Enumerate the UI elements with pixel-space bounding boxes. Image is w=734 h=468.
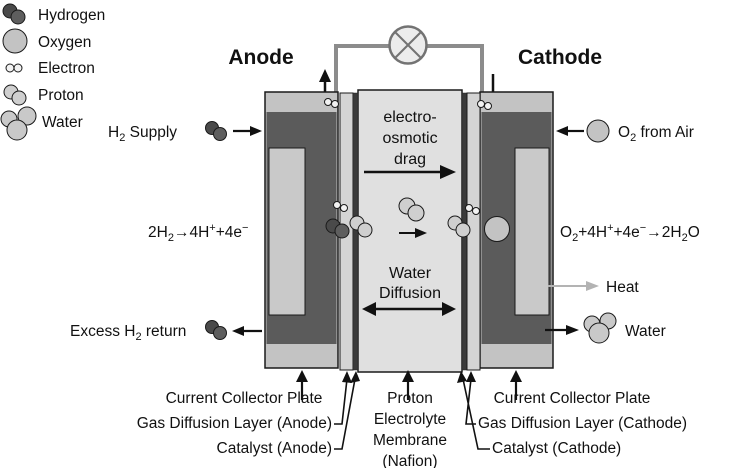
electron-icon [5,63,23,73]
cathode-reaction: O2+4H++4e−→2H2O [560,222,700,244]
gdl-cathode-label: Gas Diffusion Layer (Cathode) [478,415,687,432]
water-icon [0,106,37,141]
legend: Hydrogen Oxygen Electron Proton Water [0,3,105,141]
membrane-label: Proton Electrolyte Membrane (Nafion) [373,390,447,468]
ccp-right-label: Current Collector Plate [494,390,651,407]
proton-molecule-cathode [447,215,471,238]
anode-reaction: 2H2→4H++4e− [148,222,248,244]
svg-text:Membrane: Membrane [373,432,447,449]
anode-catalyst [352,92,359,371]
heat-arrow [548,281,599,291]
o2-from-air-label: O2 from Air [618,124,694,144]
h2-supply-arrow [233,126,262,136]
electron-pair-cathode-mid [465,204,480,215]
svg-text:(Nafion): (Nafion) [382,453,437,468]
gdl-anode-pointer [334,371,352,425]
legend-proton-label: Proton [38,87,84,104]
proton-molecule-membrane [398,197,425,222]
proton-icon [3,84,27,106]
o2-from-air-arrow [556,126,584,136]
excess-h2-arrow [232,326,262,336]
svg-text:drag: drag [394,151,426,168]
oxygen-icon [2,28,28,54]
legend-hydrogen-label: Hydrogen [38,7,105,24]
proton-arrow [399,228,427,238]
hydrogen-supply-icon [205,121,227,141]
catalyst-cathode-label: Catalyst (Cathode) [492,440,621,457]
water-out-label: Water [625,323,666,340]
anode-channel [268,147,306,316]
electron-pair-anode-mid [333,201,348,212]
water-out-arrow [545,325,579,335]
ccp-left-arrow [296,370,308,400]
legend-electron-label: Electron [38,60,95,77]
catalyst-anode-pointer [334,371,360,450]
electron-pair-anode-top [324,98,339,108]
legend-oxygen-label: Oxygen [38,34,91,51]
membrane [357,89,463,373]
hydrogen-return-icon [205,320,227,340]
hydrogen-icon [2,3,26,25]
catalyst-anode-label: Catalyst (Anode) [217,440,332,457]
electron-pair-cathode-top [477,100,492,110]
gdl-anode-label: Gas Diffusion Layer (Anode) [137,415,332,432]
ccp-left-label: Current Collector Plate [166,390,323,407]
anode-title: Anode [228,46,293,69]
catalyst-cathode-pointer [457,371,490,450]
svg-text:Water: Water [389,265,432,282]
ccp-right-arrow [510,370,522,400]
legend-water-label: Water [42,114,83,131]
svg-text:Diffusion: Diffusion [379,285,441,302]
cathode-channel [514,147,550,316]
excess-h2-return-label: Excess H2 return [70,323,186,343]
water-diffusion-arrow [362,302,456,316]
cathode-title: Cathode [518,46,602,69]
svg-text:Proton: Proton [387,390,433,407]
oxygen-air-icon [586,119,610,143]
heat-label: Heat [606,279,639,296]
hydrogen-molecule-anode [325,218,350,239]
anode-plate [264,91,339,369]
electro-osmotic-drag-label: electro- osmotic drag [382,109,437,168]
svg-text:Electrolyte: Electrolyte [374,411,446,428]
cathode-plate [479,91,554,369]
membrane-arrow [402,370,414,400]
oxygen-molecule-cathode [484,216,510,242]
svg-text:electro-: electro- [383,109,436,126]
drag-arrow [364,165,456,179]
h2-supply-label: H2 Supply [108,124,177,144]
svg-text:osmotic: osmotic [382,130,437,147]
water-out-icon [583,312,617,344]
proton-molecule-anode [349,215,373,238]
water-diffusion-label: Water Diffusion [379,265,441,302]
lamp-icon [388,25,428,65]
